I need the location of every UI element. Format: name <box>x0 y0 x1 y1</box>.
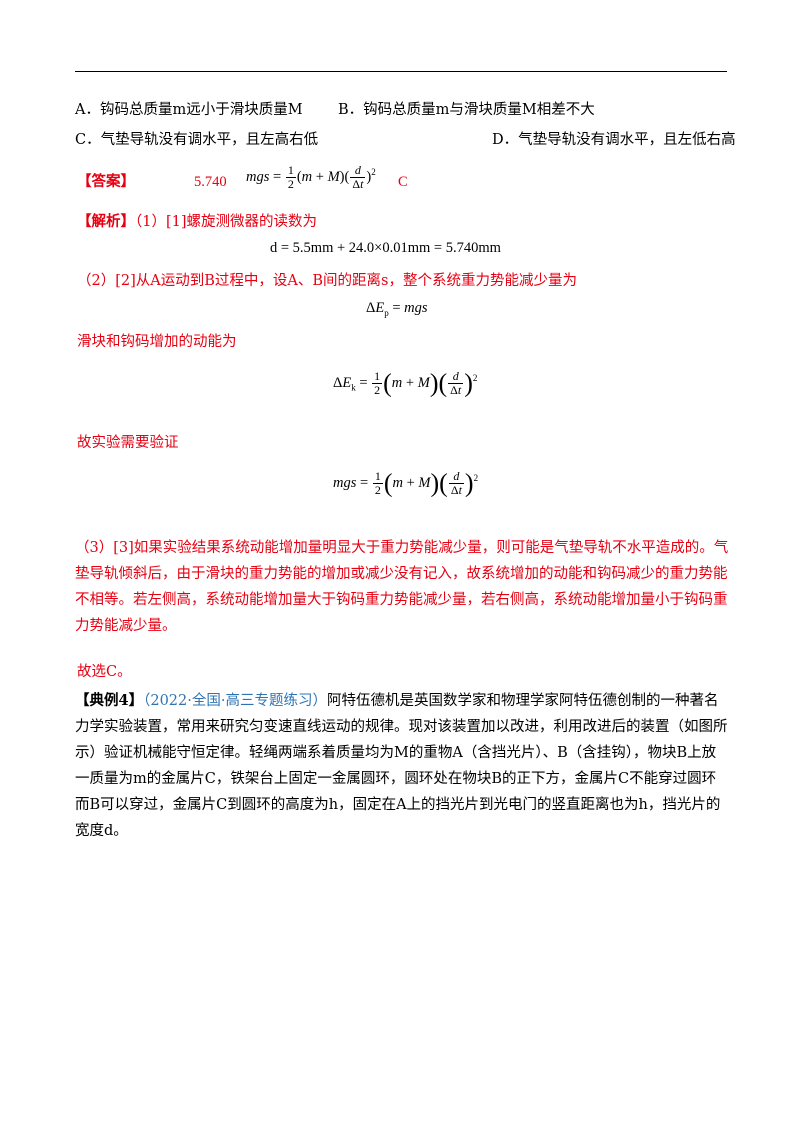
analysis-label: 【解析】 <box>77 213 135 230</box>
option-d: D．气垫导轨没有调水平，且左低右高 <box>492 132 736 148</box>
answer-value-1: 5.740 <box>194 174 227 190</box>
example-source: （2022·全国·高三专题练习） <box>143 693 327 709</box>
analysis-part5: （3）[3]如果实验结果系统动能增加量明显大于重力势能减少量，则可能是气垫导轨不… <box>75 540 729 634</box>
example-label: 【典例4】 <box>75 692 144 709</box>
analysis-part1: （1）[1]螺旋测微器的读数为 <box>135 214 318 230</box>
equation-potential: ΔEp = mgs <box>366 300 428 318</box>
analysis-part3: 滑块和钩码增加的动能为 <box>77 334 237 350</box>
analysis-part2: （2）[2]从A运动到B过程中，设A、B间的距离s，整个系统重力势能减少量为 <box>77 273 577 289</box>
example-block: 【典例4】（2022·全国·高三专题练习）阿特伍德机是英国数学家和物理学家阿特伍… <box>75 688 730 844</box>
equation-micrometer: d = 5.5mm + 24.0×0.01mm = 5.740mm <box>270 240 501 256</box>
analysis-conclusion: 故选C。 <box>77 664 132 680</box>
option-b: B．钩码总质量m与滑块质量M相差不大 <box>338 102 595 118</box>
header-rule <box>75 71 727 72</box>
analysis-intro: 【解析】（1）[1]螺旋测微器的读数为 <box>77 212 317 232</box>
option-c: C．气垫导轨没有调水平，且左高右低 <box>75 132 319 148</box>
analysis-part4: 故实验需要验证 <box>77 435 179 451</box>
answer-label: 【答案】 <box>77 173 135 190</box>
option-a: A．钩码总质量m远小于滑块质量M <box>75 102 303 118</box>
example-text: 阿特伍德机是英国数学家和物理学家阿特伍德创制的一种著名力学实验装置，常用来研究匀… <box>75 693 728 839</box>
answer-value-3: C <box>398 174 408 190</box>
